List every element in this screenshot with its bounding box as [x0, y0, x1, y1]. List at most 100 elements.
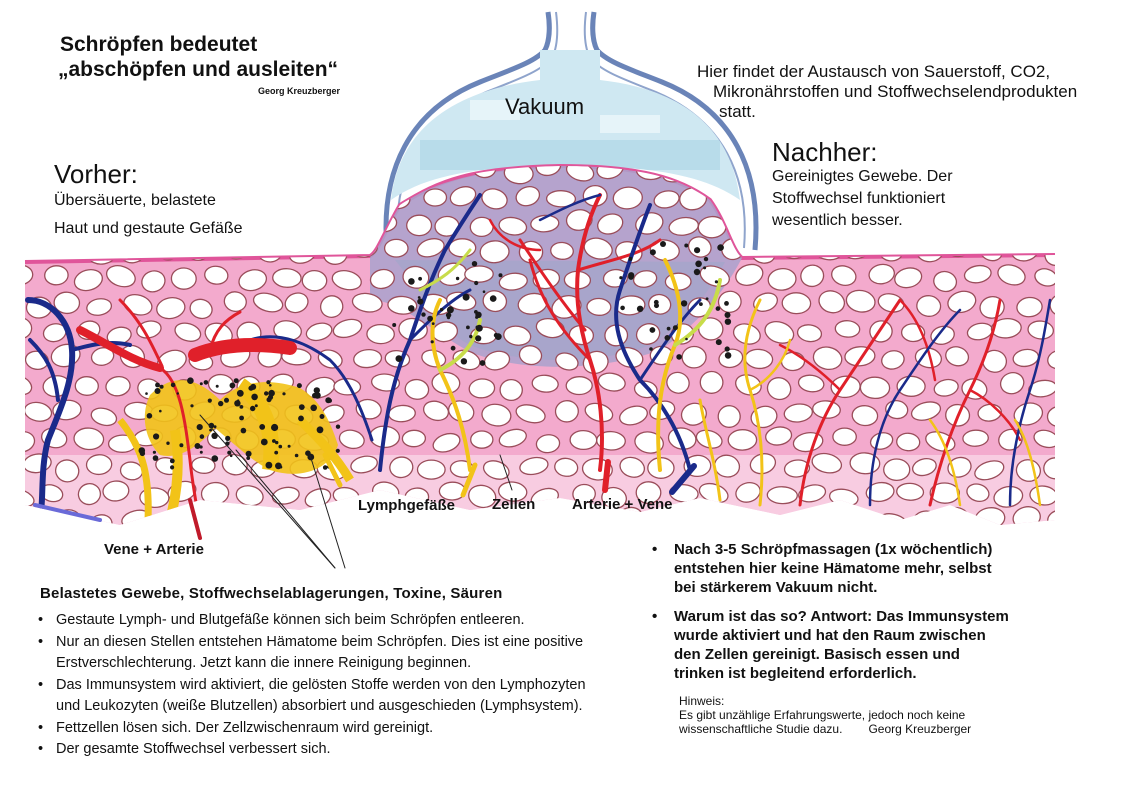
cell — [845, 512, 873, 525]
toxin-dot — [218, 400, 224, 407]
cell — [998, 210, 1024, 232]
toxin-dot — [298, 404, 305, 410]
cell — [1012, 184, 1040, 203]
toxin-dot — [703, 266, 707, 270]
cell — [25, 316, 33, 340]
toxin-dot — [628, 256, 633, 261]
toxin-dot — [166, 441, 170, 445]
toxin-dot — [264, 391, 269, 396]
toxin-dot — [254, 404, 258, 408]
toxin-dot — [335, 424, 341, 429]
toxin-dot — [152, 455, 159, 461]
toxin-dot — [314, 392, 321, 399]
cell — [25, 401, 53, 422]
list-item: Nach 3-5 Schröpfmassagen (1x wöchentlich… — [648, 540, 1068, 597]
cell — [258, 187, 284, 210]
cell — [933, 270, 958, 293]
cell — [735, 481, 761, 503]
cell — [319, 183, 347, 203]
cell — [25, 488, 35, 508]
cell — [687, 236, 712, 258]
cell — [635, 481, 662, 505]
vein-pointer-dome — [669, 463, 697, 495]
cell — [963, 264, 992, 284]
result-list: Nach 3-5 Schröpfmassagen (1x wöchentlich… — [648, 540, 1068, 683]
cell — [271, 486, 300, 505]
cell — [74, 376, 99, 396]
cell — [664, 272, 692, 291]
toxin-dot — [279, 465, 283, 469]
toxin-dot — [250, 405, 256, 412]
cell — [338, 429, 365, 450]
toxin-dot — [275, 440, 279, 445]
cell — [783, 403, 813, 423]
cell — [389, 456, 414, 479]
cell — [503, 325, 532, 346]
cell — [448, 238, 477, 258]
cell — [102, 480, 130, 502]
cell — [1027, 320, 1055, 340]
label-lymph: Lymphgefäße — [358, 497, 455, 514]
tissue-pointer-1 — [199, 414, 336, 569]
cell — [515, 404, 546, 424]
cell — [666, 371, 690, 394]
toxin-dot — [475, 324, 483, 332]
exchange-text: Hier findet der Austausch von Sauerstoff… — [697, 62, 1077, 122]
cell — [252, 292, 284, 313]
cell — [911, 458, 937, 477]
cell — [999, 372, 1025, 395]
cell — [930, 325, 955, 345]
cell — [800, 264, 825, 288]
cell — [632, 270, 658, 288]
list-item: Das Immunsystem wird aktiviert, die gelö… — [34, 675, 660, 718]
cell — [735, 263, 764, 286]
cell — [699, 265, 730, 287]
cell — [753, 292, 778, 312]
toxin-dot — [724, 346, 730, 352]
toxin-dot — [466, 325, 470, 330]
toxin-dot — [190, 404, 194, 408]
cell — [322, 506, 347, 525]
nachher-line2: Stoffwechsel funktioniert — [772, 190, 946, 207]
vakuum-label: Vakuum — [505, 94, 585, 119]
vorher-block: Vorher: Übersäuerte, belastete Haut und … — [54, 160, 243, 240]
toxin-dot — [272, 439, 276, 443]
toxin-dot — [225, 435, 231, 441]
cell — [482, 460, 510, 480]
toxin-dot — [260, 438, 268, 446]
toxin-dot — [159, 384, 164, 389]
toxin-dot — [229, 382, 236, 389]
toxin-dot — [199, 434, 205, 439]
toxin-dot — [322, 465, 328, 470]
cell — [335, 212, 360, 233]
toxin-dot — [446, 306, 454, 314]
toxin-dot — [294, 453, 299, 458]
toxin-dot — [152, 450, 156, 454]
cell — [204, 265, 229, 285]
toxin-dot — [431, 322, 435, 325]
cell — [648, 293, 672, 315]
cell — [962, 429, 989, 447]
cell — [619, 405, 648, 426]
vorher-line2: Haut und gestaute Gefäße — [54, 220, 243, 237]
exchange-line3: statt. — [719, 102, 756, 121]
cell — [947, 290, 977, 314]
cell — [818, 290, 846, 314]
cell — [764, 320, 795, 344]
list-item: Nur an diesen Stellen entstehen Hämatome… — [34, 632, 660, 675]
cell — [223, 237, 250, 260]
toxin-dot — [199, 445, 203, 449]
cell — [273, 320, 302, 342]
cell — [877, 293, 905, 313]
toxin-dot — [282, 392, 286, 396]
toxin-dot — [695, 260, 702, 268]
toxin-dot — [211, 432, 218, 439]
cell — [767, 268, 797, 291]
cell — [1043, 184, 1055, 206]
cell — [976, 184, 1008, 207]
toxin-dot — [159, 409, 162, 413]
toxin-dot — [236, 389, 244, 397]
toxin-dot — [660, 241, 666, 247]
cell — [765, 426, 793, 446]
toxin-dot — [267, 394, 274, 400]
